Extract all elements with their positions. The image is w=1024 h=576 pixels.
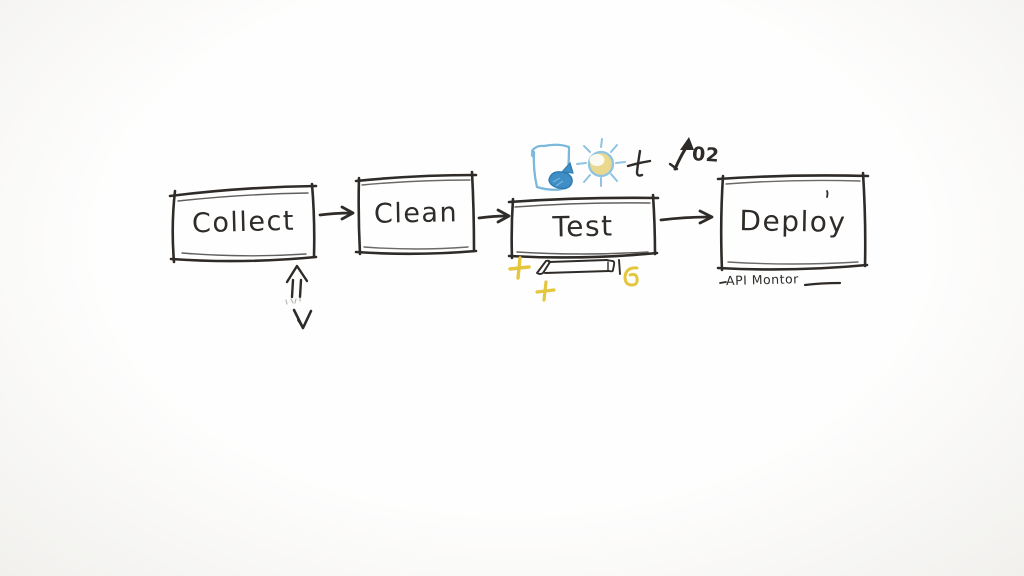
- deploy-apostrophe-tick: [826, 190, 829, 198]
- node-label-collect: Collect: [191, 205, 296, 239]
- node-box-collect: [168, 182, 318, 264]
- yellow-plus-mark-2: [535, 280, 556, 302]
- arrow-clean-to-test: [477, 208, 511, 224]
- beaker-blob: [548, 161, 574, 190]
- up-double-arrow-icon: [285, 264, 309, 299]
- arrow-test-to-deploy: [659, 209, 714, 225]
- trend-up-arrow-icon: [668, 137, 694, 171]
- bench-sketch: [536, 259, 621, 275]
- node-box-clean: [354, 170, 478, 256]
- down-arrow-icon: [292, 308, 313, 330]
- dagger-plus-mark: [626, 149, 652, 177]
- tiny-scribble-marks: [285, 297, 301, 305]
- sun-icon: [576, 138, 626, 187]
- arrow-collect-to-clean: [318, 205, 355, 221]
- yellow-spiral-mark: [623, 266, 639, 287]
- node-label-deploy: Deploy: [739, 203, 847, 239]
- node-label-clean: Clean: [373, 197, 459, 230]
- yellow-plus-mark-1: [508, 256, 531, 280]
- deploy-note-label: API Montor: [725, 270, 799, 288]
- node-box-test: [507, 193, 660, 260]
- o2-annotation: 02: [691, 142, 721, 167]
- node-label-test: Test: [552, 209, 614, 244]
- node-box-deploy: [716, 171, 870, 272]
- deploy-note-strokes: [719, 281, 842, 287]
